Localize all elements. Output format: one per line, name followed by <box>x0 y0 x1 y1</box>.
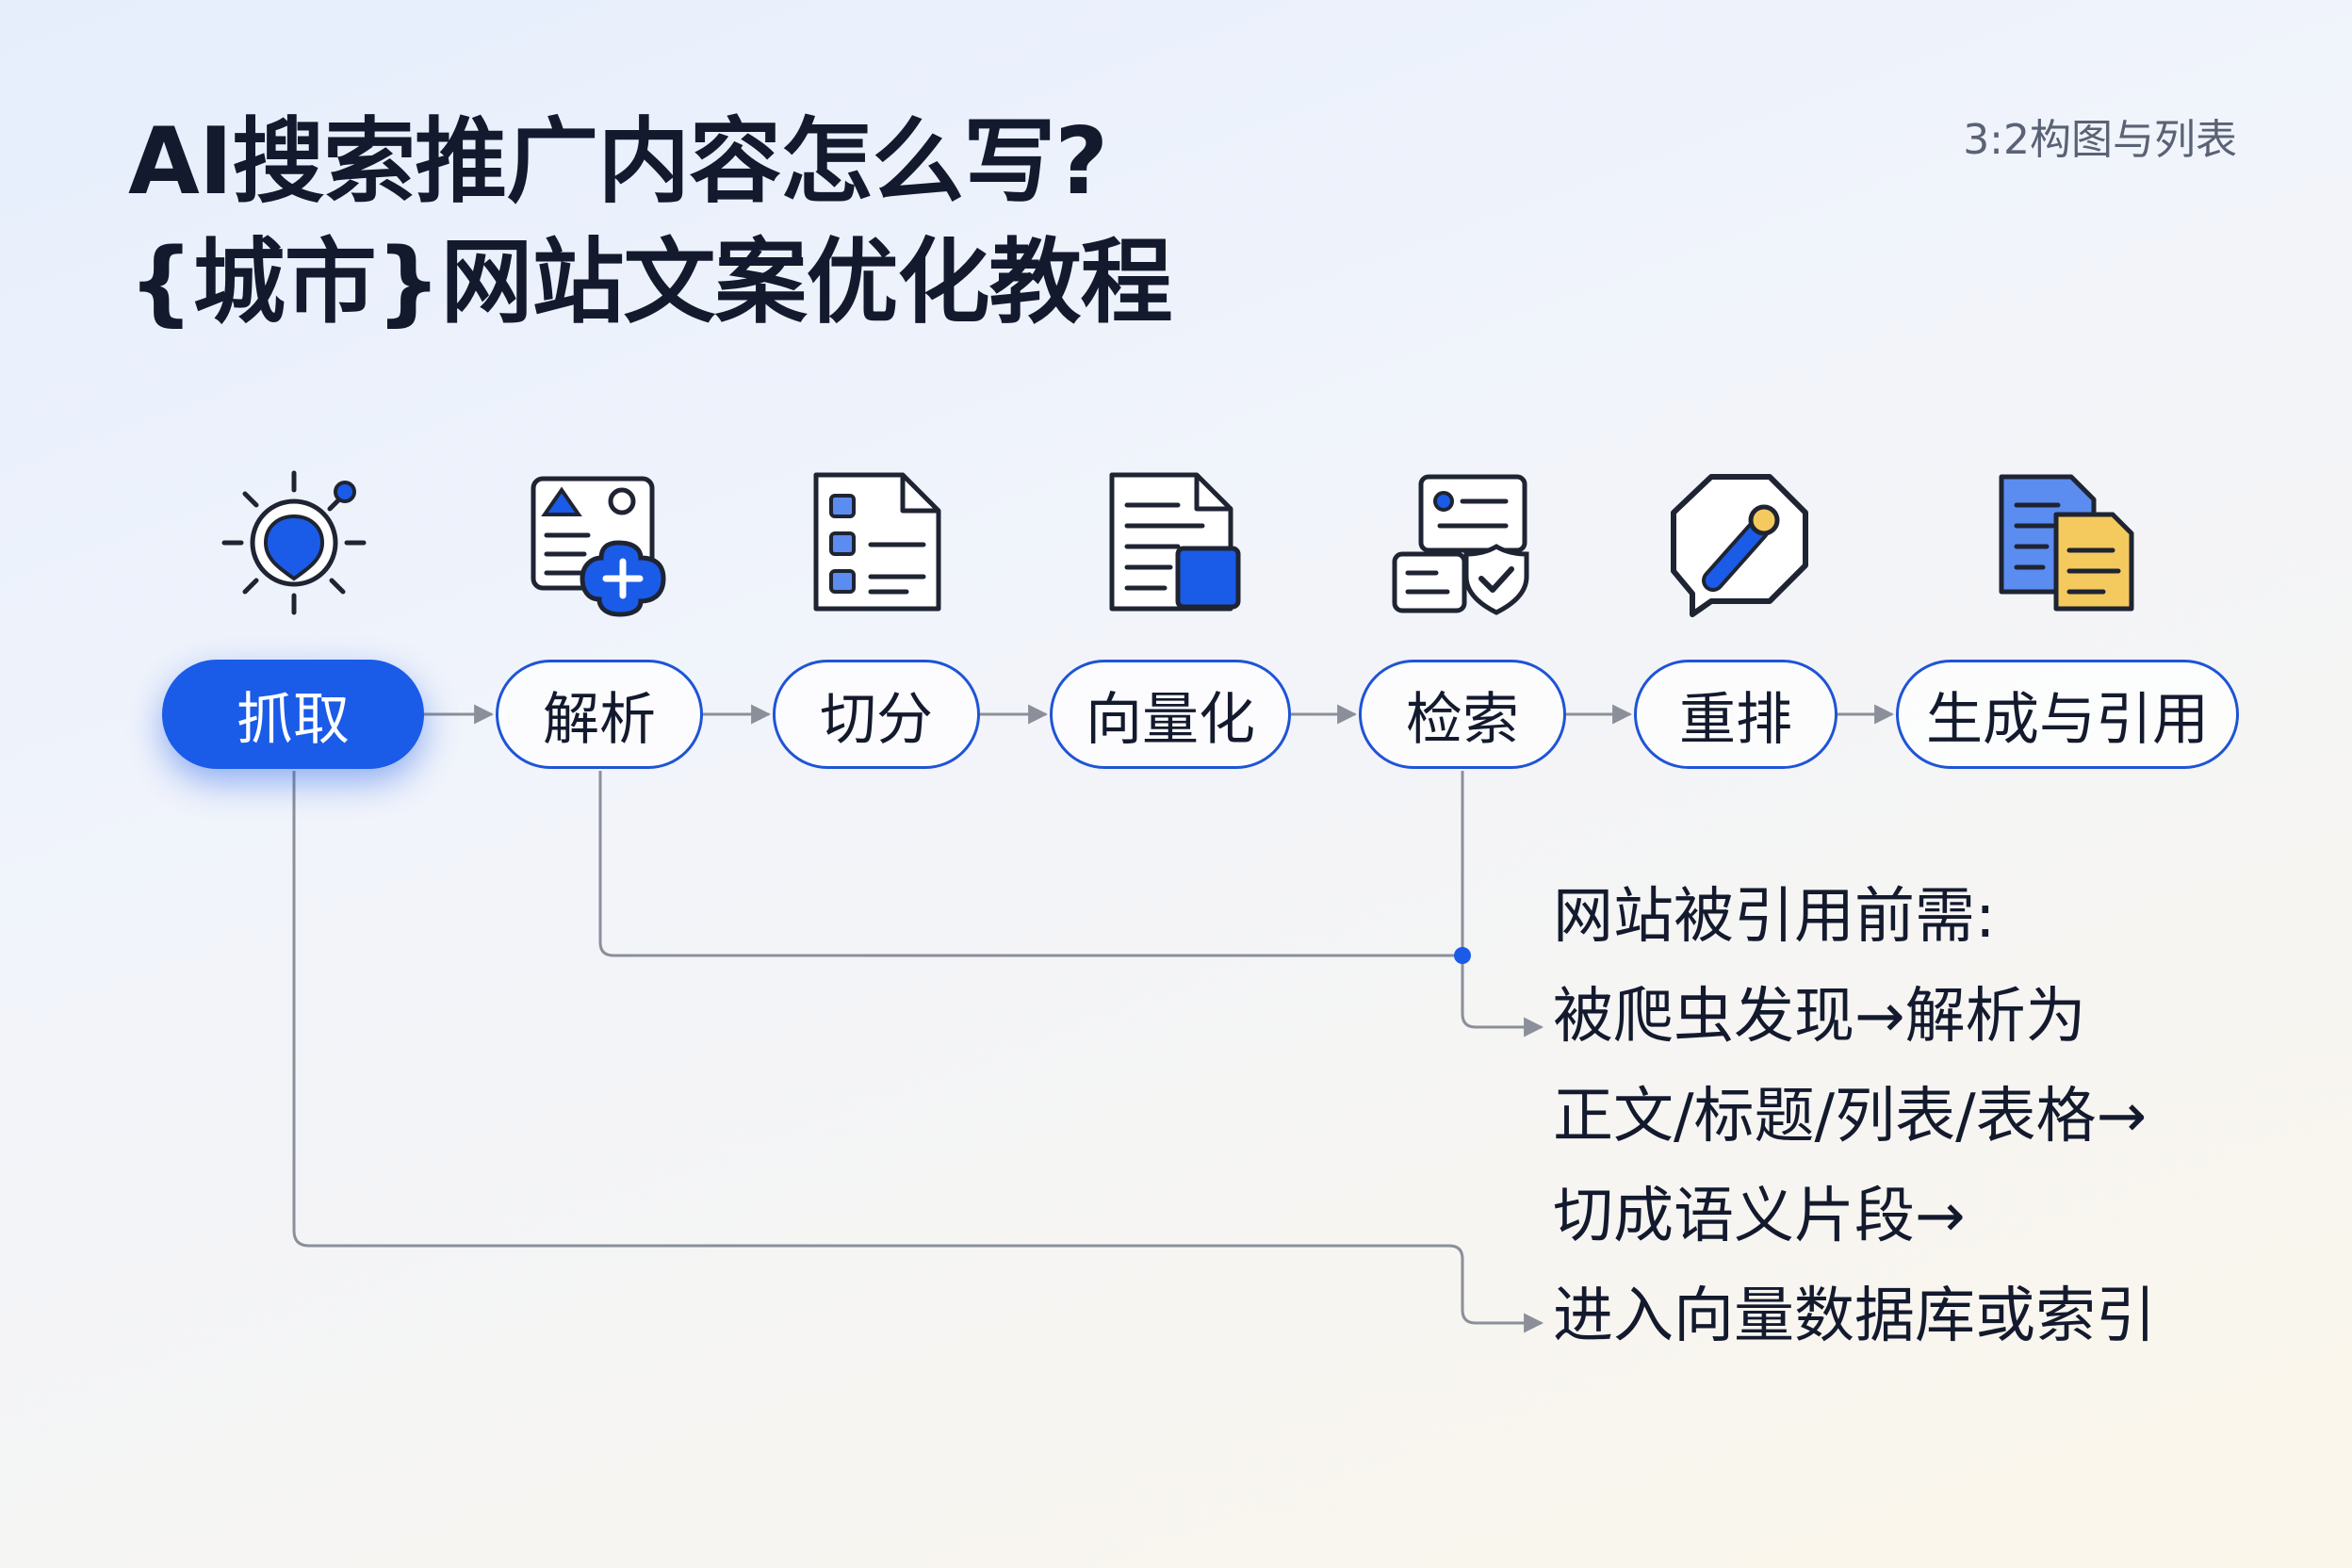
note-line-4: 进入向量数据库或索引 <box>1553 1282 2156 1351</box>
note-line-1: 被爬虫发现→解析为 <box>1553 982 2086 1052</box>
requirements-note: 网站被引用前需: 被爬虫发现→解析为 正文/标题/列表/表格→ 切成语义片段→ … <box>1553 867 2156 1366</box>
page-title: AI搜索推广内容怎么写? {城市}网站文案优化教程 <box>128 102 1173 343</box>
crawler-sun-icon <box>221 470 367 615</box>
vector-doc-icon <box>1109 472 1241 612</box>
step-parse[interactable]: 解析 <box>496 660 703 769</box>
step-generate-cite[interactable]: 生成与引用 <box>1896 660 2239 769</box>
rerank-tag-icon <box>1671 474 1808 617</box>
note-line-3: 切成语义片段→ <box>1553 1182 1966 1251</box>
step-vectorize[interactable]: 向量化 <box>1050 660 1291 769</box>
step-rerank[interactable]: 重排 <box>1634 660 1838 769</box>
note-line-2: 正文/标题/列表/表格→ <box>1553 1082 2148 1152</box>
junction-dot <box>1454 947 1471 964</box>
note-heading: 网站被引用前需: <box>1553 882 1996 952</box>
title-line-2: {城市}网站文案优化教程 <box>128 229 1173 336</box>
step-retrieve[interactable]: 检索 <box>1359 660 1566 769</box>
title-line-1: AI搜索推广内容怎么写? <box>128 108 1108 216</box>
connector-parse-retrieve <box>598 771 1544 1037</box>
step-chunk[interactable]: 切分 <box>773 660 980 769</box>
parse-card-add-icon <box>531 476 666 617</box>
corner-label: 3:2构图与列表 <box>1963 116 2237 164</box>
retrieve-check-icon <box>1392 474 1529 615</box>
connector-crawl-index <box>292 771 1544 1333</box>
generate-cite-docs-icon <box>1999 474 2134 612</box>
chunk-list-doc-icon <box>813 472 941 612</box>
step-crawl[interactable]: 抓取 <box>162 660 424 769</box>
